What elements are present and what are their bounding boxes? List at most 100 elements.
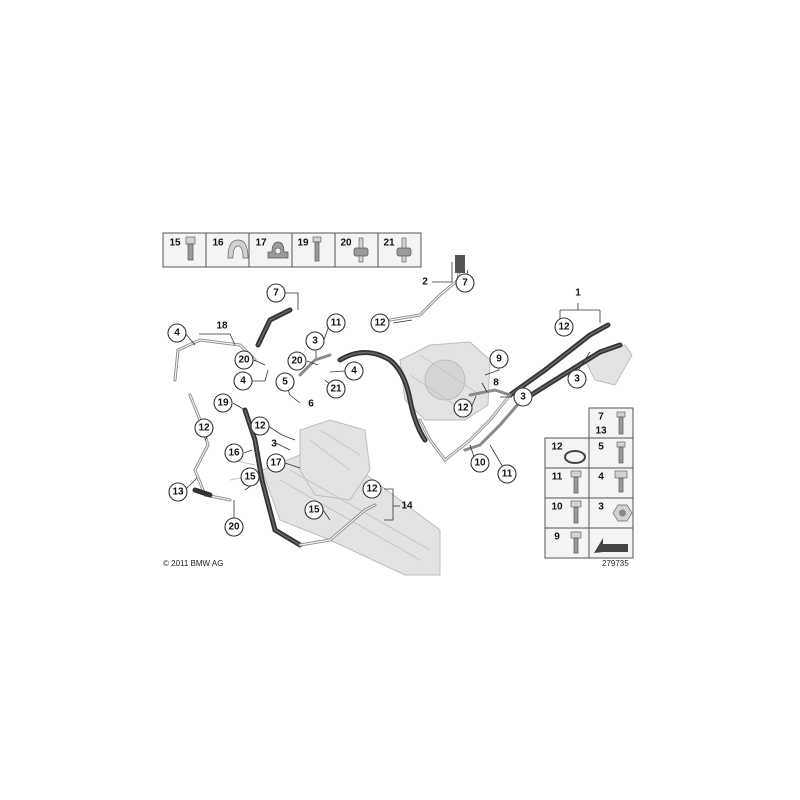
callout-circle [304,500,324,520]
callout-circle [326,313,346,333]
hex-nut-icon [612,504,633,522]
callout-label: 3 [271,439,277,450]
clamp-icon [227,239,249,259]
callout-label: 4 [174,328,180,339]
callout-label: 14 [401,501,413,512]
callout-circle [275,372,295,392]
legend-number: 7 [598,412,604,423]
legend-number: 5 [598,442,604,453]
legend-number: 12 [551,442,563,453]
callout-circle [489,349,509,369]
callouts: 1 12 3 2 7 12 11 3 20 21 4 5 6 7 18 4 20… [167,273,587,537]
callout-label: 16 [228,448,240,459]
direction-arrow-icon [594,538,628,553]
callout-label: 12 [198,423,210,434]
callout-circle [168,482,188,502]
callout-label: 11 [502,469,513,480]
callout-label: 6 [308,399,314,410]
callout-circle [453,398,473,418]
callout-circle [234,350,254,370]
hose-assembly [173,255,623,548]
screw-icon [616,441,626,464]
callout-circle [194,418,214,438]
callout-label: 7 [273,288,279,299]
callout-circle [213,393,233,413]
callout-label: 20 [238,355,250,366]
callout-label: 12 [254,421,266,432]
callout-circle [224,517,244,537]
callout-label: 21 [330,384,342,395]
callout-circle [554,317,574,337]
screw-icon [312,236,322,262]
bolt-icon [570,470,582,494]
legend-number: 4 [598,472,604,483]
callout-label: 20 [291,356,303,367]
callout-circle [233,371,253,391]
callout-label: 17 [270,458,282,469]
screw-icon [616,411,626,435]
top-legend: 15 16 17 19 20 21 [162,232,422,268]
legend-number: 13 [595,426,607,437]
callout-label: 13 [172,487,184,498]
copyright-text: © 2011 BMW AG [163,559,223,568]
callout-circle [362,479,382,499]
callout-circle [287,351,307,371]
callout-label: 15 [244,472,256,483]
callout-label: 8 [493,378,499,389]
legend-number: 21 [383,238,395,249]
callout-circle [305,331,325,351]
callout-label: 11 [331,318,342,329]
bolt-icon [570,500,582,524]
sealing-ring-icon [564,450,586,464]
callout-label: 5 [282,377,288,388]
callout-label: 2 [422,277,428,288]
legend-number: 16 [212,238,224,249]
callout-label: 7 [462,278,468,289]
bolt-icon [185,236,196,261]
bolt-icon [570,531,582,554]
diagram-id: 279735 [602,559,629,568]
callout-label: 12 [457,403,469,414]
callout-label: 15 [308,505,320,516]
callout-circle [370,313,390,333]
callout-label: 20 [228,522,240,533]
callout-label: 10 [474,458,486,469]
callout-circle [344,361,364,381]
rubber-mount-icon [353,237,369,263]
callout-circle [266,453,286,473]
callout-circle [240,467,260,487]
callout-circle [567,369,587,389]
steering-rack-ghost [229,419,441,576]
callout-label: 12 [374,318,386,329]
callout-label: 9 [496,354,502,365]
callout-label: 18 [216,321,228,332]
callout-label: 4 [240,376,246,387]
right-legend: 7 13 12 5 11 4 10 3 [544,407,634,559]
rubber-mount-icon [396,237,412,263]
legend-number: 19 [297,238,309,249]
callout-circle [250,416,270,436]
legend-number: 17 [255,238,267,249]
legend-number: 9 [554,532,560,543]
legend-number: 20 [340,238,352,249]
callout-circle [167,323,187,343]
callout-label: 4 [351,366,357,377]
callout-label: 19 [217,398,229,409]
callout-label: 3 [520,392,526,403]
callout-circle [513,387,533,407]
callout-circle [455,273,475,293]
callout-circle [224,443,244,463]
legend-number: 10 [551,502,563,513]
hex-bolt-icon [614,470,628,493]
callout-circle [470,453,490,473]
legend-number: 11 [552,472,563,483]
callout-label: 1 [575,288,581,299]
callout-circle [266,283,286,303]
callout-circle [497,464,517,484]
legend-number: 3 [598,502,604,513]
callout-label: 12 [366,484,378,495]
bracket-icon [267,241,289,259]
callout-circle [326,379,346,399]
legend-number: 15 [169,238,181,249]
